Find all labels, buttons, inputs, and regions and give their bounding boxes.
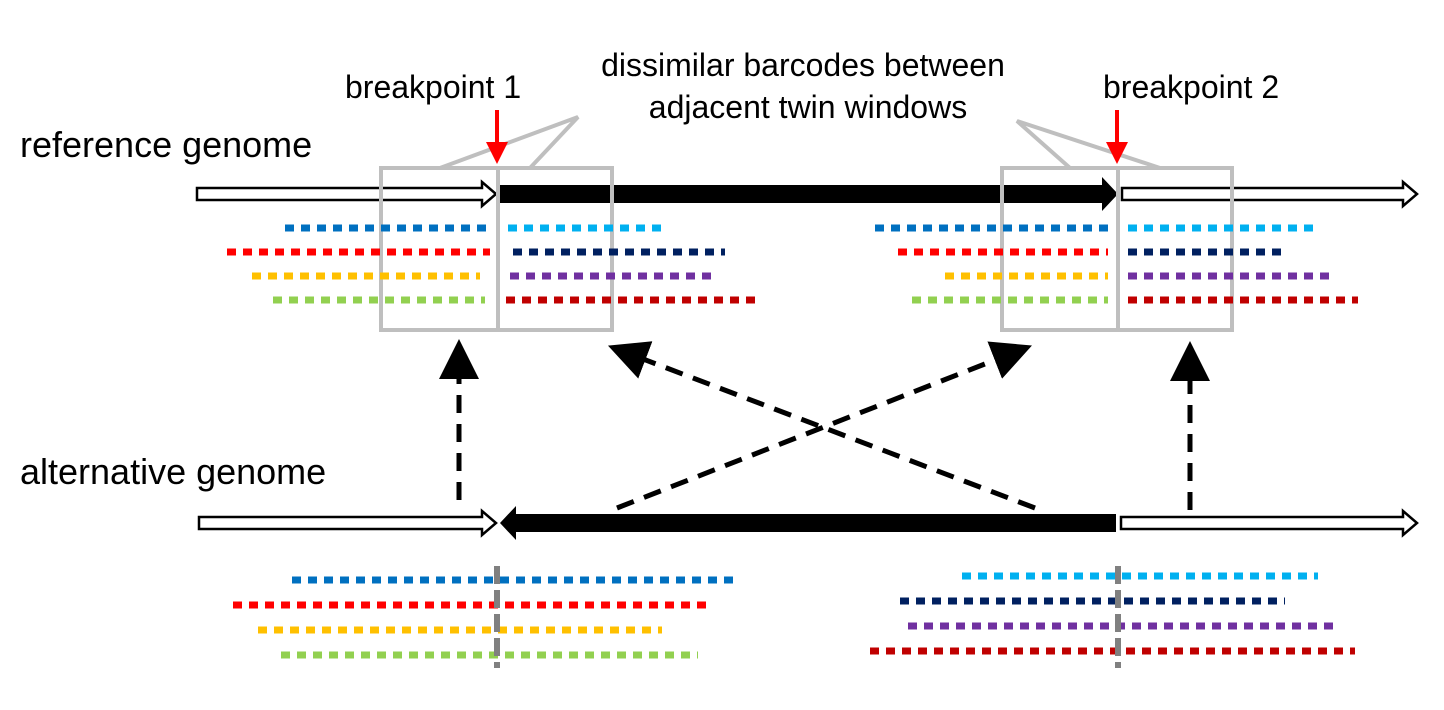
junction-marks bbox=[494, 566, 1121, 668]
reference-barcodes bbox=[227, 224, 1358, 304]
breakpoint-1-arrow bbox=[486, 110, 508, 164]
breakpoint-1-label: breakpoint 1 bbox=[345, 69, 521, 105]
alternative-genome-label: alternative genome bbox=[20, 451, 326, 492]
mapping-arrow-cross-1 bbox=[607, 341, 1036, 511]
reference-right-segment-arrow bbox=[1120, 179, 1419, 209]
mapping-arrow-cross-2 bbox=[616, 341, 1032, 511]
alternative-barcodes bbox=[233, 572, 1355, 659]
reference-left-segment-arrow bbox=[195, 179, 498, 209]
annotation-line-1: dissimilar barcodes between bbox=[601, 47, 1005, 83]
alternative-left-segment-arrow bbox=[197, 508, 498, 538]
breakpoint-2-label: breakpoint 2 bbox=[1103, 69, 1279, 105]
reference-genome-track bbox=[195, 177, 1419, 211]
reference-genome-label: reference genome bbox=[20, 124, 312, 165]
annotation-line-2: adjacent twin windows bbox=[649, 89, 967, 125]
alternative-right-segment-arrow bbox=[1119, 508, 1419, 538]
alternative-inverted-segment-arrow bbox=[500, 506, 1116, 540]
alternative-genome-track bbox=[197, 506, 1419, 540]
callout-right bbox=[1015, 119, 1161, 170]
breakpoint-2-arrow bbox=[1106, 110, 1128, 164]
callout-left bbox=[439, 115, 580, 170]
mapping-arrows bbox=[439, 339, 1210, 511]
reference-middle-segment-arrow bbox=[500, 177, 1118, 211]
